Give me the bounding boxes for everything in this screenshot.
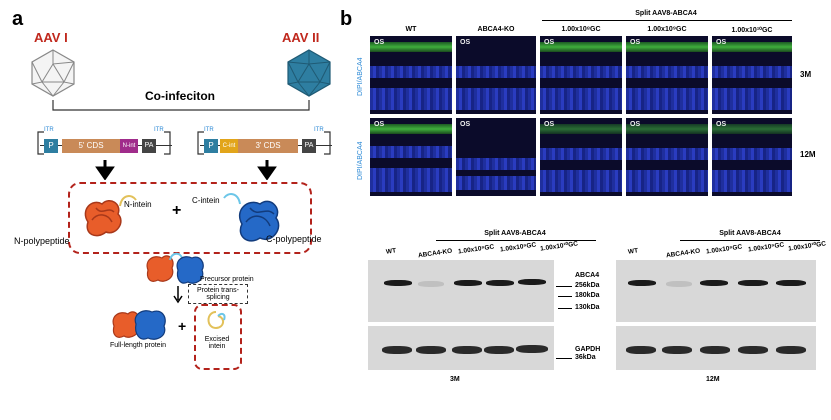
construct-1: ITR P 5' CDS N-int PA ITR — [36, 127, 176, 156]
wb-right-abca4-blot — [616, 260, 816, 322]
micro-3m-wt: OS — [370, 36, 452, 114]
construct2-itr-left: ITR — [204, 127, 214, 133]
down-arrow-icon — [257, 160, 277, 180]
c-polypeptide-label: C-polypeptide — [266, 234, 322, 244]
marker-180: 180kDa — [575, 292, 600, 299]
pa-box: PA — [142, 139, 156, 153]
wb-left-gapdh-blot — [368, 326, 554, 370]
panel-a-letter: a — [12, 8, 24, 30]
header-wt: WT — [405, 26, 417, 33]
excised-intein-icon — [207, 311, 226, 330]
header-group: Split AAV8-ABCA4 — [635, 10, 697, 17]
marker-256: 256kDa — [575, 282, 600, 289]
wb-right-label: 12M — [706, 376, 720, 383]
cds-3-box: 3' CDS — [238, 139, 298, 153]
promoter-box: P — [204, 139, 218, 153]
full-length-label: Full-length protein — [109, 342, 167, 349]
row2-ylabel: DIPI/ABCA4 — [357, 141, 364, 180]
wb-right-lane-dose2: 1.00x10⁹GC — [747, 241, 785, 254]
header-dose3: 1.00x10¹⁰GC — [731, 27, 773, 34]
cds-5-box: 5' CDS — [62, 139, 120, 153]
itr-right-icon — [164, 131, 171, 155]
precursor-protein-icon — [146, 252, 204, 284]
full-length-protein-icon — [112, 310, 166, 340]
wb-left-lane-dose2: 1.00x10⁹GC — [499, 241, 537, 254]
wb-left-lane-ko: ABCA4-KO — [417, 247, 453, 260]
header-dose1: 1.00x10⁸GC — [561, 26, 601, 33]
micro-3m-ko: OS — [456, 36, 536, 114]
wb-left-group-line — [436, 240, 596, 241]
pa-box: PA — [302, 139, 316, 153]
panel-b-letter: b — [340, 8, 353, 30]
micro-12m-dose3: OS — [712, 118, 792, 196]
precursor-label: Precursor protein — [200, 276, 254, 283]
construct-2: ITR P C-int 3' CDS PA ITR — [196, 127, 336, 156]
marker-arrow-36 — [556, 358, 572, 359]
micro-3m-dose2: OS — [626, 36, 708, 114]
header-dose2: 1.00x10⁹GC — [647, 26, 687, 33]
construct2-itr-right: ITR — [314, 127, 324, 133]
micro-3m-dose1: OS — [540, 36, 622, 114]
aav2-title: AAV II — [282, 30, 320, 45]
aav2-capsid-icon — [287, 49, 331, 97]
promoter-box: P — [44, 139, 58, 153]
excised-label: Excised intein — [204, 336, 230, 350]
aav1-title: AAV I — [34, 30, 68, 45]
wb-right-lane-dose1: 1.00x10⁸GC — [705, 243, 743, 256]
coinfection-label: Co-infeciton — [141, 89, 219, 103]
wb-left-lane-dose1: 1.00x10⁸GC — [457, 243, 495, 256]
marker-arrow-256 — [556, 286, 572, 287]
marker-36: 36kDa — [575, 354, 596, 361]
n-polypeptide-label: N-polypeptide — [14, 236, 70, 246]
marker-line-180 — [558, 296, 572, 297]
plus-sign: + — [178, 318, 187, 334]
wb-left-lane-dose3: 1.00x10¹⁰GC — [539, 240, 579, 253]
micro-12m-dose2: OS — [626, 118, 708, 196]
micro-3m-dose3: OS — [712, 36, 792, 114]
n-polypeptide-icon — [84, 200, 122, 237]
wb-left-lane-wt: WT — [385, 247, 397, 256]
construct1-itr-left: ITR — [44, 127, 54, 133]
wb-right-lane-ko: ABCA4-KO — [665, 247, 701, 260]
splicing-label: Protein trans-splicing — [188, 284, 248, 304]
excised-box — [194, 304, 242, 370]
micro-12m-ko: OS — [456, 118, 536, 196]
wb-right-group-line — [680, 240, 820, 241]
wb-left-group: Split AAV8-ABCA4 — [484, 230, 546, 237]
c-intein-strand — [223, 193, 241, 205]
row1-ylabel: DIPI/ABCA4 — [357, 57, 364, 96]
c-int-box: C-int — [220, 139, 238, 153]
marker-gapdh: GAPDH — [575, 346, 601, 353]
header-ko: ABCA4-KO — [477, 26, 515, 33]
n-intein-strand — [119, 195, 137, 207]
row2-label: 12M — [800, 150, 816, 159]
row1-label: 3M — [800, 70, 812, 79]
wb-right-lane-wt: WT — [627, 247, 639, 256]
micro-12m-dose1: OS — [540, 118, 622, 196]
expression-box — [68, 182, 312, 254]
micro-12m-wt: OS — [370, 118, 452, 196]
plus-sign: + — [172, 202, 182, 219]
down-arrow-icon — [173, 286, 183, 304]
wb-left-abca4-blot — [368, 260, 554, 322]
marker-abca4: ABCA4 — [575, 272, 600, 279]
marker-line-130 — [558, 308, 572, 309]
wb-right-gapdh-blot — [616, 326, 816, 370]
aav1-capsid-icon — [31, 49, 75, 97]
itr-right-icon — [324, 131, 331, 155]
header-group-line — [542, 20, 792, 21]
wb-left-label: 3M — [450, 376, 460, 383]
c-polypeptide-icon — [239, 200, 280, 242]
c-intein-label: C-intein — [192, 196, 220, 205]
marker-130: 130kDa — [575, 304, 600, 311]
itr-left-icon — [197, 131, 204, 155]
wb-right-lane-dose3: 1.00x10¹⁰GC — [787, 240, 827, 253]
down-arrow-icon — [95, 160, 115, 180]
coinfection-bracket — [52, 100, 310, 111]
itr-left-icon — [37, 131, 44, 155]
n-intein-label: N-intein — [124, 200, 152, 209]
n-int-box: N-int — [120, 139, 138, 153]
wb-right-group: Split AAV8-ABCA4 — [719, 230, 781, 237]
construct1-itr-right: ITR — [154, 127, 164, 133]
